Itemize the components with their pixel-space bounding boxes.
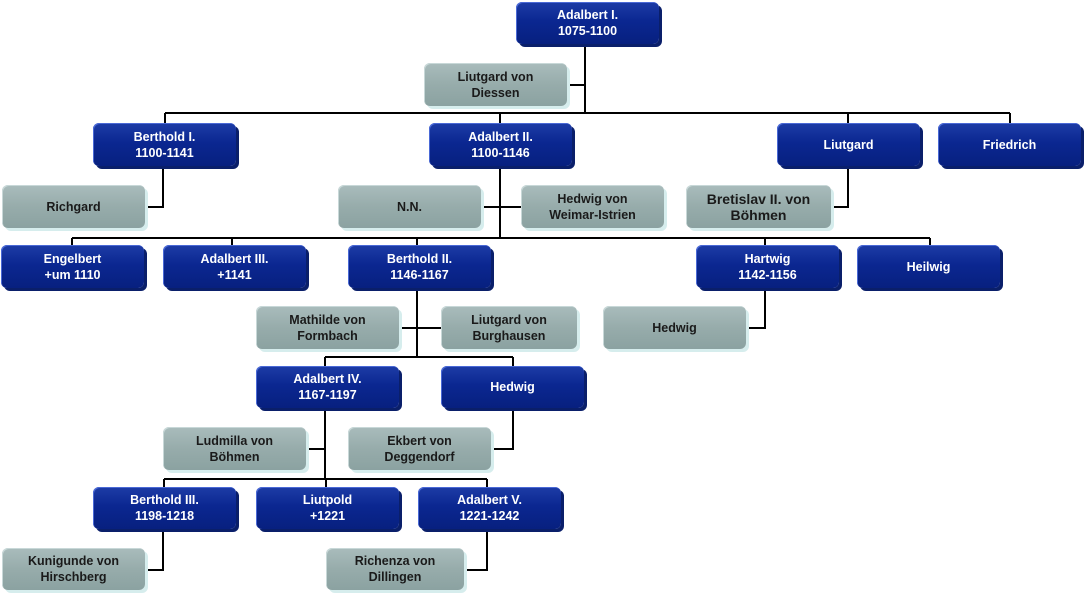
node-bretislav-2: Bretislav II. von Böhmen [686,185,831,228]
node-berthold-3: Berthold III. 1198-1218 [93,487,236,529]
node-berthold-1: Berthold I. 1100-1141 [93,123,236,166]
node-adalbert-3: Adalbert III. +1141 [163,245,306,288]
node-heilwig: Heilwig [857,245,1000,288]
node-liutgard-von-diessen: Liutgard von Diessen [424,63,567,106]
connector-liutgard [832,166,849,208]
node-richgard: Richgard [2,185,145,228]
node-engelbert: Engelbert +um 1110 [1,245,144,288]
node-liutpold: Liutpold +1221 [256,487,399,529]
node-adalbert-5: Adalbert V. 1221-1242 [418,487,561,529]
node-hedwig-von-weimar-istrien: Hedwig von Weimar-Istrien [521,185,664,228]
node-berthold-2: Berthold II. 1146-1167 [348,245,491,288]
node-adalbert-1: Adalbert I. 1075-1100 [516,2,659,44]
node-adalbert-4: Adalbert IV. 1167-1197 [256,366,399,408]
node-friedrich: Friedrich [938,123,1081,166]
connector-hedwig [491,408,514,450]
node-hartwig: Hartwig 1142-1156 [696,245,839,288]
node-ludmilla-von-boehmen: Ludmilla von Böhmen [163,427,306,470]
connector-berthold-2 [324,288,514,366]
connector-berthold-3 [145,529,164,571]
connector-hartwig [746,288,766,329]
connector-berthold-1 [146,166,164,208]
node-richenza-von-dillingen: Richenza von Dillingen [326,548,464,590]
node-nn: N.N. [338,185,481,228]
connector-adalbert-4 [163,408,488,487]
node-mathilde-von-formbach: Mathilde von Formbach [256,306,399,349]
node-liutgard-von-burghausen: Liutgard von Burghausen [441,306,577,349]
node-hedwig-spouse-hartwig: Hedwig [603,306,746,349]
node-liutgard: Liutgard [777,123,920,166]
connector-adalbert-2 [71,166,931,245]
connector-adalbert-5 [464,529,488,571]
node-ekbert-von-deggendorf: Ekbert von Deggendorf [348,427,491,470]
node-adalbert-2: Adalbert II. 1100-1146 [429,123,572,166]
node-kunigunde-von-hirschberg: Kunigunde von Hirschberg [2,548,145,590]
node-hedwig-daughter: Hedwig [441,366,584,408]
connector-adalbert-1 [164,44,1011,123]
